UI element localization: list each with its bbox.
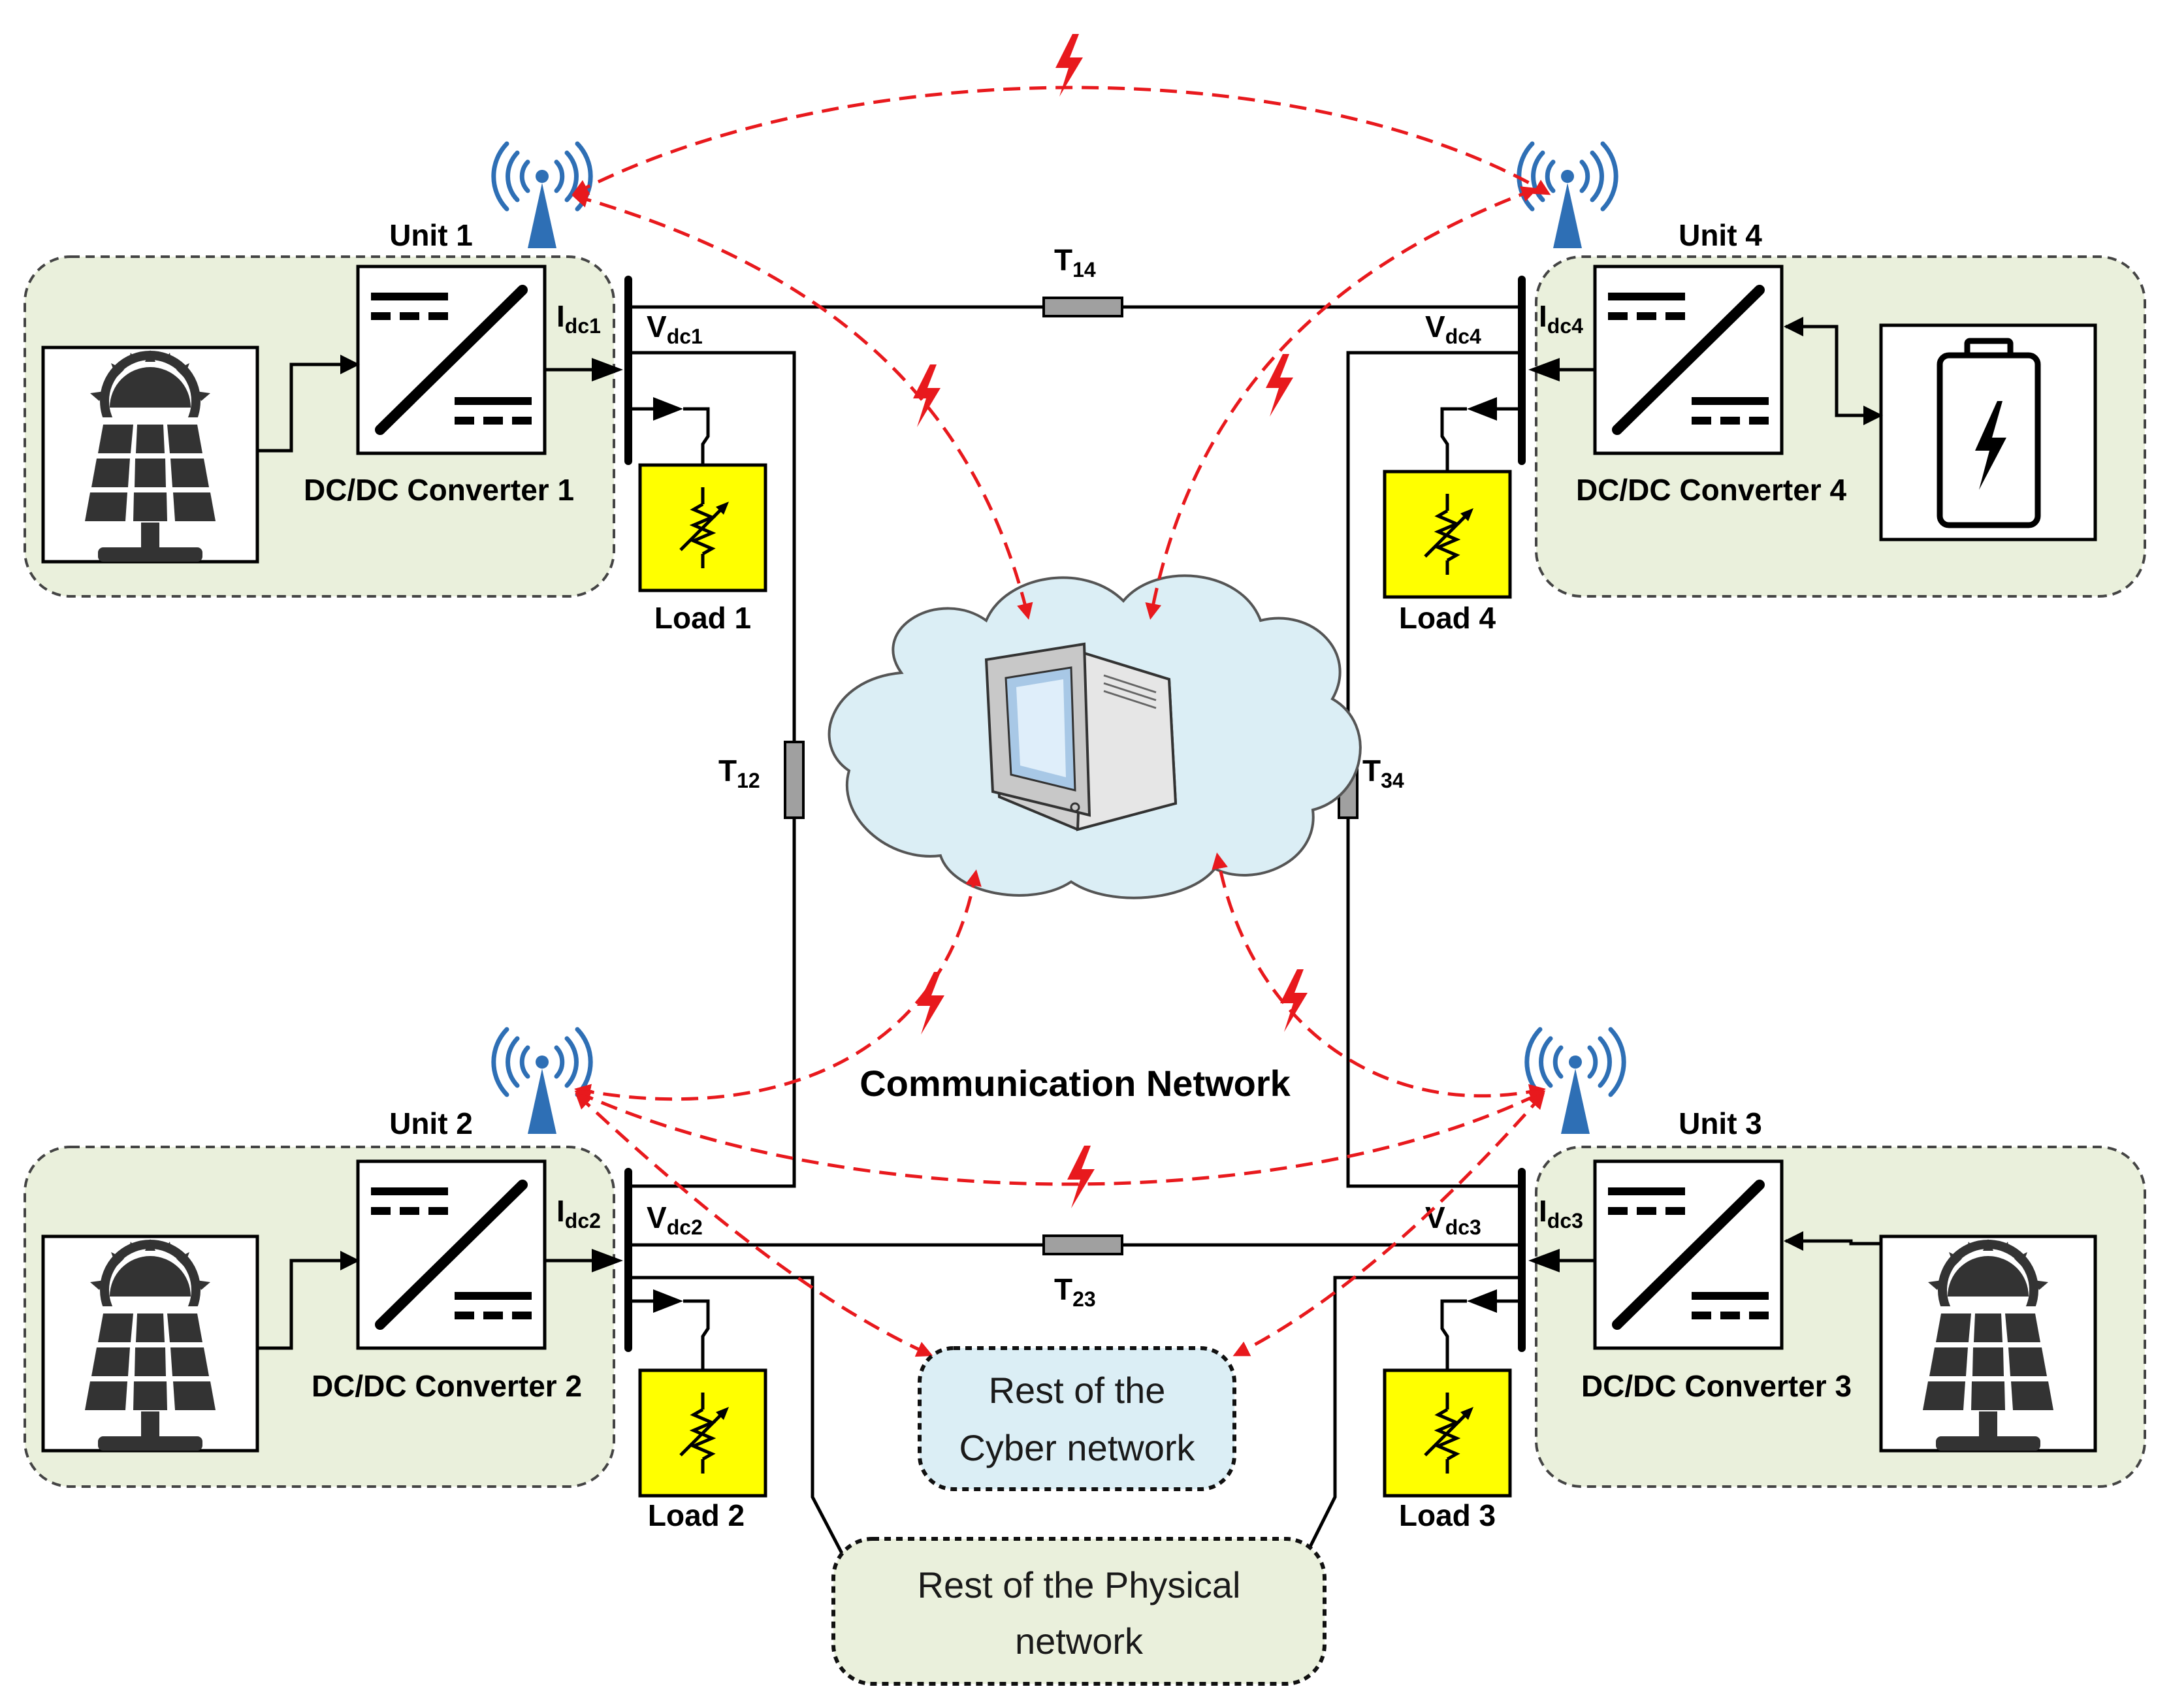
communication-network-label: Communication Network	[860, 1063, 1291, 1104]
unit-2-converter	[358, 1161, 545, 1348]
unit-4-converter-label: DC/DC Converter 4	[1576, 473, 1847, 507]
unit-4-voltage-label: Vdc4	[1425, 310, 1481, 348]
load-4	[1383, 470, 1512, 599]
load-4-label: Load 4	[1399, 601, 1496, 635]
unit-1-converter-label: DC/DC Converter 1	[304, 473, 574, 507]
rest-of-physical-network: Rest of the Physical network	[831, 1537, 1327, 1686]
cyber-network-line-1: Rest of the	[989, 1370, 1166, 1411]
unit-3-converter-label: DC/DC Converter 3	[1581, 1369, 1852, 1403]
unit-4-current-label: Idc4	[1539, 299, 1583, 338]
unit-2-source-box	[41, 1236, 259, 1451]
unit-2-converter-label: DC/DC Converter 2	[312, 1369, 582, 1403]
physical-network-line-2: network	[1015, 1620, 1144, 1662]
line-t14-label: T14	[1054, 243, 1096, 282]
lightning-icon	[1280, 969, 1308, 1032]
load-1-label: Load 1	[654, 601, 751, 635]
unit-1-converter	[358, 266, 545, 453]
line-t23-label: T23	[1054, 1272, 1096, 1311]
battery-icon	[1937, 338, 2041, 528]
lightning-icon	[917, 972, 944, 1035]
unit-3-title: Unit 3	[1679, 1106, 1762, 1140]
antenna-icon	[494, 1029, 590, 1134]
unit-4-source-box	[1879, 323, 2097, 541]
line-t34-label: T34	[1362, 754, 1404, 792]
load-1	[638, 463, 767, 592]
unit-3-voltage-label: Vdc3	[1425, 1200, 1481, 1239]
unit-1-source-box	[41, 347, 259, 562]
load-2-label: Load 2	[648, 1498, 745, 1532]
load-2	[638, 1368, 767, 1498]
physical-network-line-1: Rest of the Physical	[918, 1564, 1241, 1605]
unit-4-converter	[1595, 266, 1782, 453]
lightning-icon	[1067, 1146, 1095, 1208]
unit-4-title: Unit 4	[1679, 218, 1762, 252]
unit-2-title: Unit 2	[389, 1106, 473, 1140]
computer-icon	[984, 642, 1178, 831]
unit-1-voltage-label: Vdc1	[647, 310, 703, 348]
load-3-label: Load 3	[1399, 1498, 1496, 1532]
line-t12	[784, 741, 805, 819]
unit-3-converter	[1595, 1161, 1782, 1348]
antenna-icon	[1527, 1029, 1624, 1134]
unit-3-source-box	[1879, 1236, 2097, 1451]
communication-links	[571, 86, 1551, 1357]
line-t23	[1042, 1234, 1123, 1255]
unit-1-title: Unit 1	[389, 218, 473, 252]
rest-of-cyber-network: Rest of the Cyber network	[918, 1346, 1236, 1491]
load-3	[1383, 1368, 1512, 1498]
line-t12-label: T12	[718, 754, 760, 792]
unit-2-voltage-label: Vdc2	[647, 1200, 703, 1239]
cyber-network-line-2: Cyber network	[959, 1427, 1195, 1468]
antenna-icon	[1519, 144, 1616, 248]
line-t14	[1042, 297, 1123, 317]
